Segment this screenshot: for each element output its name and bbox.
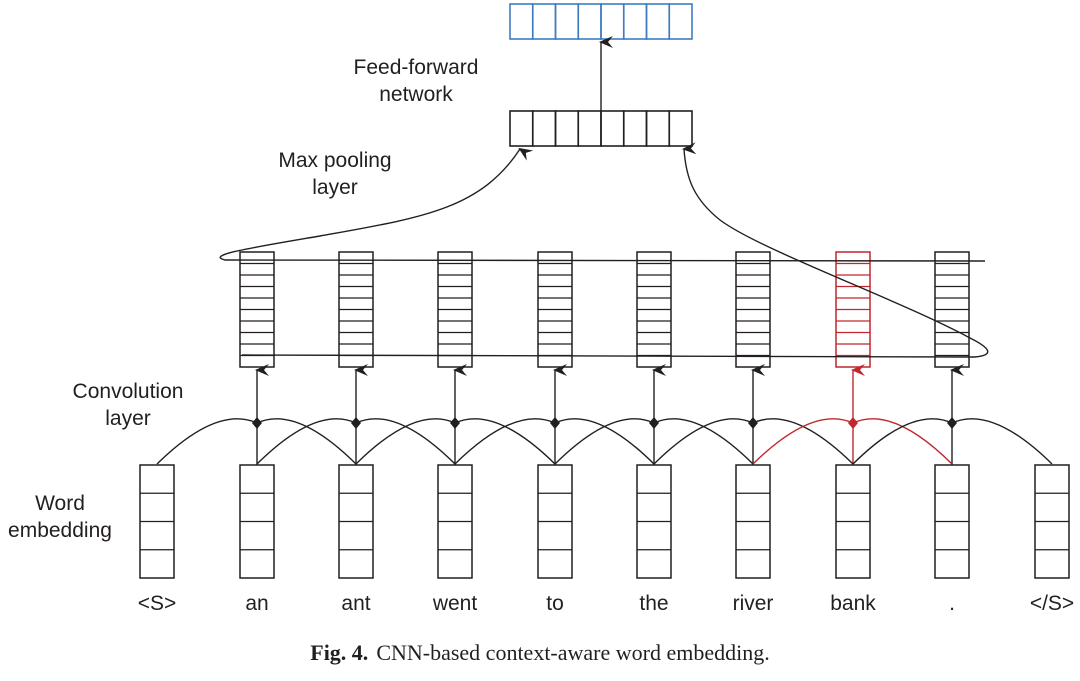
pooled-vector-cell xyxy=(554,110,580,147)
embedding-the xyxy=(636,464,672,579)
pooled-vector-cell xyxy=(577,110,602,147)
conv-arc-left xyxy=(355,418,456,465)
conv-arc-right xyxy=(355,418,456,465)
max-pooling-label-line1: Max pooling xyxy=(278,149,391,172)
word-token: the xyxy=(639,592,668,615)
conv-arc-right xyxy=(852,418,953,465)
figure-caption: Fig. 4. CNN-based context-aware word embe… xyxy=(0,640,1080,666)
pooled-vector-cell xyxy=(509,110,534,147)
output-vector-cell xyxy=(554,3,580,40)
conv-arc-left xyxy=(653,418,754,465)
word-embeddings xyxy=(139,464,1070,579)
embedding-river xyxy=(735,464,771,579)
output-vector-cell xyxy=(531,3,557,40)
word-token: ant xyxy=(341,592,370,615)
feature-map-an xyxy=(239,251,275,368)
pool-arrow-right xyxy=(241,142,989,358)
pooled-vector-cell xyxy=(645,110,671,147)
conv-arc-right xyxy=(454,418,556,465)
pool-arrow-left xyxy=(219,147,986,262)
embedding-went xyxy=(437,464,473,579)
caption-label: Fig. 4. xyxy=(310,640,369,665)
convolution-label-line1: Convolution xyxy=(73,380,184,403)
conv-node-ant xyxy=(351,417,361,429)
output-vector-cell xyxy=(577,3,602,40)
embedding-</S> xyxy=(1034,464,1070,579)
max-pooling-connections xyxy=(219,142,989,358)
conv-arc-left xyxy=(554,418,655,465)
conv-node-river xyxy=(748,417,758,429)
word-token: bank xyxy=(830,592,876,615)
word-token: to xyxy=(546,592,564,615)
embedding-. xyxy=(934,464,970,579)
word-token: an xyxy=(245,592,268,615)
output-vector xyxy=(509,3,693,40)
word-embedding-label-line2: embedding xyxy=(8,519,112,542)
conv-arc-left xyxy=(156,418,258,465)
word-token: </S> xyxy=(1030,592,1074,615)
pooled-vector-cell xyxy=(531,110,557,147)
output-vector-cell xyxy=(600,3,625,40)
output-vector-cell xyxy=(645,3,671,40)
conv-node-to xyxy=(550,417,560,429)
pooled-vector xyxy=(509,36,693,147)
word-token: river xyxy=(733,592,774,615)
word-token: . xyxy=(949,592,955,615)
conv-arc-left xyxy=(454,418,556,465)
feature-map-. xyxy=(934,251,970,368)
conv-arc-left xyxy=(256,418,357,465)
pooled-vector-cell xyxy=(622,110,648,147)
conv-arc-right xyxy=(752,418,854,465)
output-vector-cell xyxy=(622,3,648,40)
conv-arc-right xyxy=(653,418,754,465)
feature-map-bank xyxy=(835,251,871,368)
embedding-ant xyxy=(338,464,374,579)
conv-arc-left xyxy=(752,418,854,465)
word-token: went xyxy=(432,592,478,615)
conv-arc-right xyxy=(554,418,655,465)
feature-map-to xyxy=(537,251,573,368)
feature-maps xyxy=(239,251,970,368)
conv-arc-right xyxy=(951,418,1053,465)
word-embedding-label-line1: Word xyxy=(35,492,85,515)
conv-node-bank xyxy=(848,417,858,429)
embedding-<S> xyxy=(139,464,175,579)
conv-node-the xyxy=(649,417,659,429)
pooled-vector-cell xyxy=(600,110,625,147)
feature-map-river xyxy=(735,251,771,368)
convolution-label-line2: layer xyxy=(105,407,151,430)
conv-arc-left xyxy=(852,418,953,465)
feed-forward-label-line2: network xyxy=(379,83,453,106)
caption-text: CNN-based context-aware word embedding. xyxy=(376,640,770,665)
feature-map-ant xyxy=(338,251,374,368)
feed-forward-label-line1: Feed-forward xyxy=(354,56,479,79)
word-token: <S> xyxy=(138,592,177,615)
embedding-to xyxy=(537,464,573,579)
output-vector-cell xyxy=(509,3,534,40)
conv-node-went xyxy=(450,417,460,429)
convolution-connections xyxy=(156,364,1053,465)
output-vector-cell xyxy=(668,3,693,40)
input-words: <S> an ant went to the river bank. </S> xyxy=(138,592,1074,615)
embedding-bank xyxy=(835,464,871,579)
pooled-vector-cell xyxy=(668,110,693,147)
max-pooling-label-line2: layer xyxy=(312,176,358,199)
feature-map-the xyxy=(636,251,672,368)
conv-node-. xyxy=(947,417,957,429)
feature-map-went xyxy=(437,251,473,368)
conv-node-an xyxy=(252,417,262,429)
embedding-an xyxy=(239,464,275,579)
conv-arc-right xyxy=(256,418,357,465)
